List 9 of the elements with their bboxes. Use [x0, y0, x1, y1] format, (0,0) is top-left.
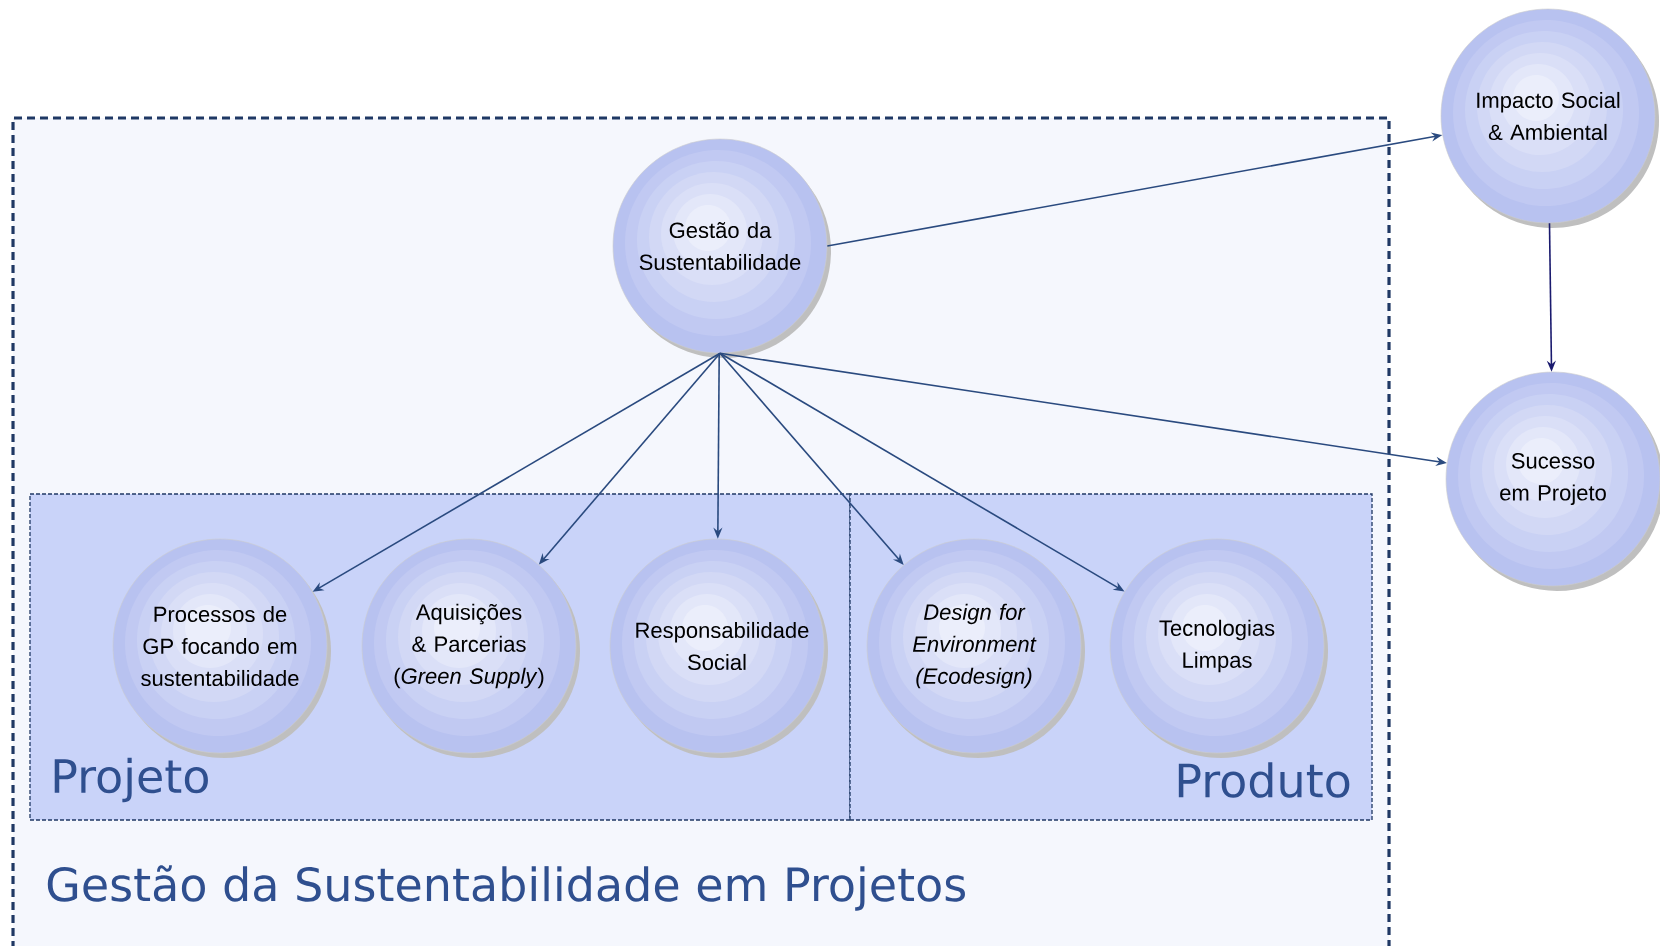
- circle-node: Responsabilidade Social: [609, 538, 828, 758]
- circle-node: Tecnologias Limpas: [1109, 538, 1328, 758]
- circle-node: Impacto Social & Ambiental: [1440, 8, 1659, 228]
- circle-node: Gestão da Sustentabilidade: [612, 138, 831, 358]
- arrow: [719, 352, 904, 565]
- circle-node: Aquisições & Parcerias (Green Supply): [361, 538, 580, 758]
- circle-node: Design for Environment (Ecodesign): [866, 538, 1085, 758]
- circle-node: Sucesso em Projeto: [1445, 371, 1660, 591]
- circle-node: Processos de GP focando em sustentabilidade: [112, 538, 331, 758]
